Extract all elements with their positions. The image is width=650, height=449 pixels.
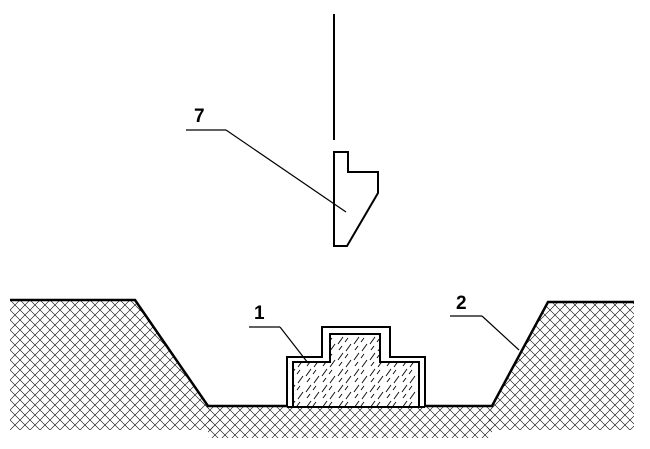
ref-label-2: 2: [456, 293, 467, 314]
reference-1: 1: [249, 303, 309, 364]
soil-hatch-bottom: [208, 406, 492, 438]
soil-hatch-left: [10, 300, 214, 430]
soil-hatch-right: [486, 302, 634, 430]
ground-soil: [10, 300, 634, 438]
leader-line-7: [225, 129, 347, 213]
block-core: [292, 333, 420, 408]
ref-label-1: 1: [254, 303, 265, 324]
block: [286, 326, 426, 408]
leader-line-2: [481, 315, 520, 351]
ref-label-7: 7: [194, 106, 205, 127]
tool: [333, 14, 379, 247]
reference-2: 2: [450, 293, 520, 351]
reference-7: 7: [186, 106, 347, 213]
tool-head: [333, 151, 379, 247]
leader-line-1: [279, 326, 309, 364]
